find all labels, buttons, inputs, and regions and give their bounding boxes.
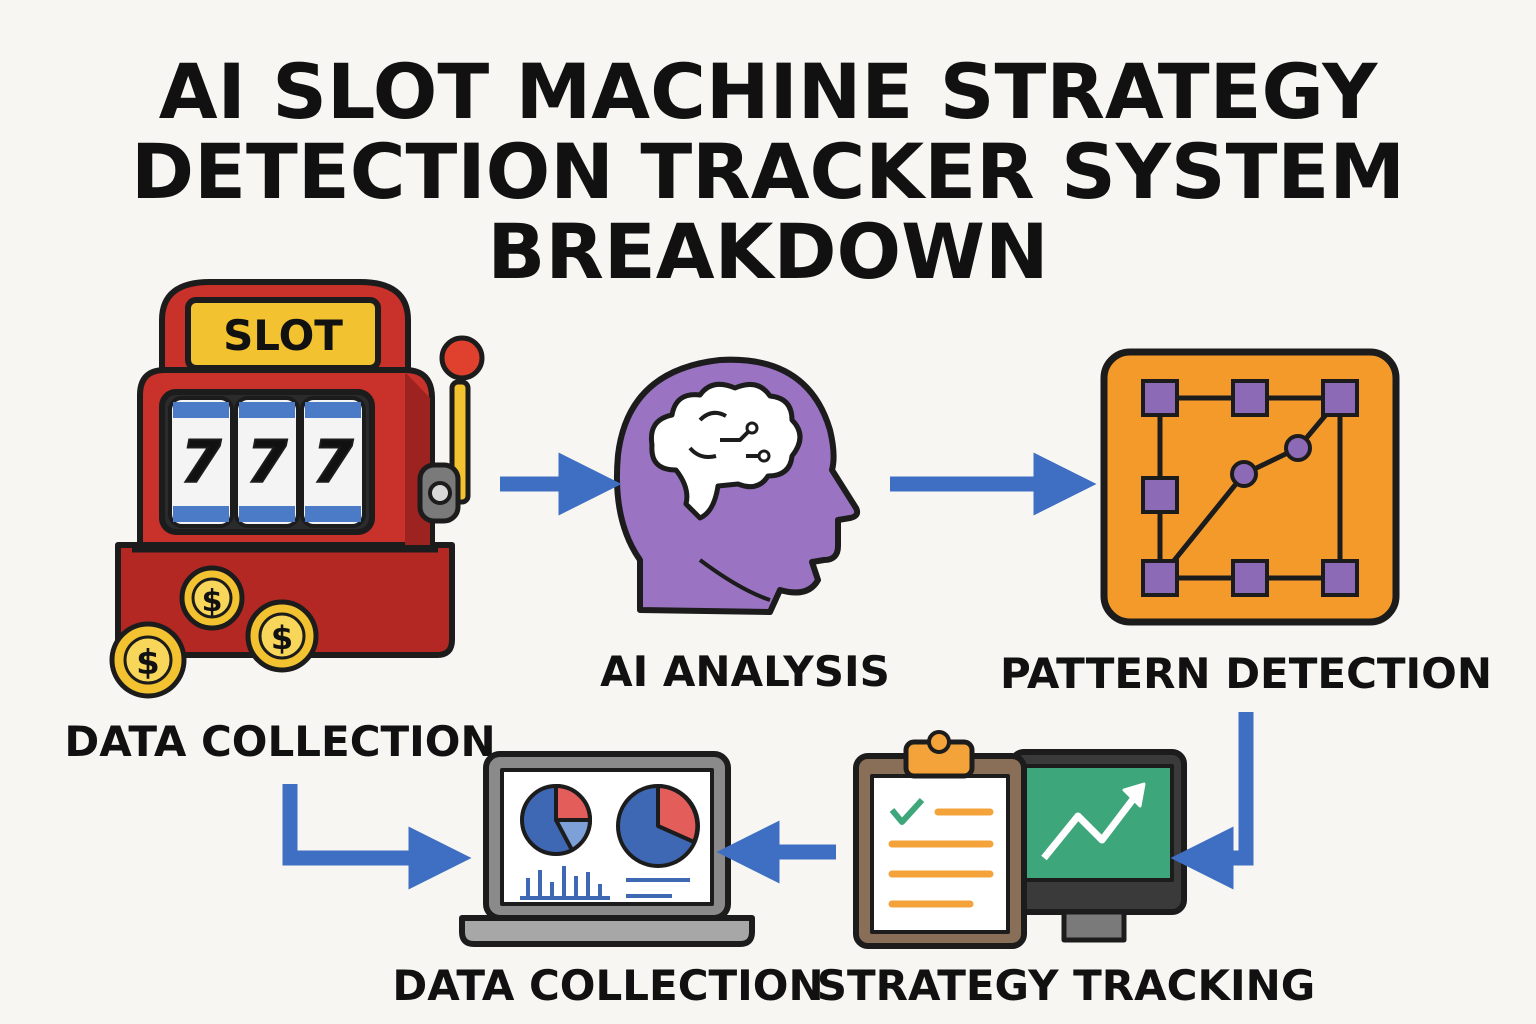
label-strategy-tracking: STRATEGY TRACKING bbox=[817, 961, 1316, 1010]
coin-symbol-3: $ bbox=[271, 619, 293, 657]
slot-sign-text: SLOT bbox=[223, 311, 343, 360]
label-pattern-detection: PATTERN DETECTION bbox=[1000, 649, 1492, 698]
coin-symbol-1: $ bbox=[202, 584, 223, 619]
clipboard-monitor-icon bbox=[853, 730, 1187, 949]
title-line-1: AI SLOT MACHINE STRATEGY bbox=[158, 47, 1378, 136]
coin-symbol-2: $ bbox=[136, 643, 160, 683]
reel-symbol-3: 7 bbox=[313, 428, 354, 496]
brain-head-icon bbox=[613, 356, 861, 615]
pattern-grid-icon bbox=[1100, 348, 1400, 626]
title-line-3: BREAKDOWN bbox=[487, 207, 1049, 296]
reel-symbol-1: 7 bbox=[181, 428, 222, 496]
coins-icon bbox=[109, 565, 319, 699]
arrow-collection-to-dashboard bbox=[282, 784, 472, 890]
slot-machine-icon bbox=[109, 279, 485, 699]
laptop-dashboard-icon bbox=[459, 751, 755, 947]
page-title: AI SLOT MACHINE STRATEGY DETECTION TRACK… bbox=[0, 52, 1536, 292]
label-data-collection-top: DATA COLLECTION bbox=[64, 717, 495, 766]
arrow-pattern-to-strategy bbox=[1170, 712, 1254, 890]
title-line-2: DETECTION TRACKER SYSTEM bbox=[131, 127, 1405, 216]
reel-symbol-2: 7 bbox=[247, 428, 288, 496]
label-ai-analysis: AI ANALYSIS bbox=[600, 647, 890, 696]
label-data-collection-bottom: DATA COLLECTION bbox=[392, 961, 823, 1010]
